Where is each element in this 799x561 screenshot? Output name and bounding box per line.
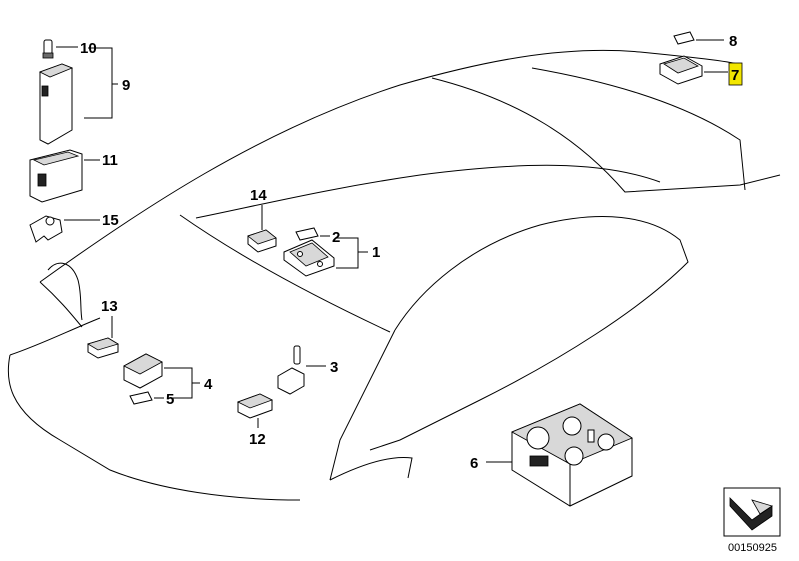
callout-7: 7 <box>731 67 739 84</box>
part-interior-light-1 <box>283 237 368 277</box>
callout-1: 1 <box>372 244 380 261</box>
callout-3: 3 <box>330 359 338 376</box>
view-direction-arrow-icon <box>723 487 781 537</box>
part-bulb-5 <box>129 391 164 405</box>
car-body-outline <box>7 49 781 501</box>
callout-12: 12 <box>249 431 266 448</box>
callout-9: 9 <box>122 77 130 94</box>
callout-4: 4 <box>204 376 213 393</box>
part-connector-13 <box>87 316 119 359</box>
part-lamp-frame-11 <box>29 149 100 203</box>
callout-6: 6 <box>470 455 478 472</box>
callout-8: 8 <box>729 33 737 50</box>
callout-13: 13 <box>101 298 118 315</box>
part-connector-12 <box>236 393 274 428</box>
callout-10: 10 <box>80 40 97 57</box>
callout-5: 5 <box>166 391 174 408</box>
diagram-number: 00150925 <box>728 542 777 554</box>
part-reading-light-housing-9 <box>38 47 118 145</box>
part-footwell-light-4 <box>123 353 200 399</box>
part-festoon-bulb-2 <box>295 227 330 241</box>
part-bulb-kit-box-6 <box>486 403 633 507</box>
callout-11: 11 <box>102 152 118 169</box>
part-bulb-10 <box>42 39 78 59</box>
part-clip-15 <box>29 215 100 243</box>
callout-14: 14 <box>250 187 267 204</box>
callout-15: 15 <box>102 212 119 229</box>
part-festoon-bulb-8 <box>673 31 724 45</box>
part-luggage-light-7 <box>659 55 743 86</box>
callout-2: 2 <box>332 229 340 246</box>
part-connector-14 <box>247 205 277 253</box>
callout-7-highlight <box>728 62 743 86</box>
part-bulb-holder-3 <box>277 345 326 395</box>
